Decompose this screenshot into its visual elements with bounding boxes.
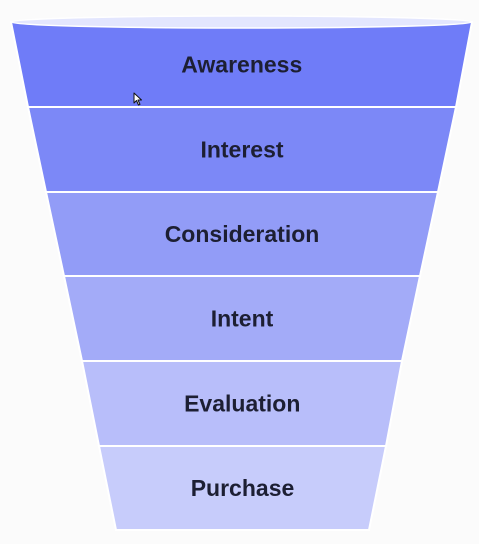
funnel-stage-label: Interest [200, 137, 283, 163]
mouse-cursor-icon [133, 92, 142, 106]
funnel-stage-label: Purchase [191, 475, 295, 501]
funnel-stage-label: Intent [211, 306, 274, 332]
funnel-stage-label: Awareness [181, 52, 302, 78]
funnel-stages: AwarenessInterestConsiderationIntentEval… [9, 15, 474, 531]
funnel-stage-label: Evaluation [184, 391, 300, 417]
funnel-stage-purchase [97, 445, 388, 531]
funnel-stage-label: Consideration [165, 221, 320, 247]
funnel-rim [10, 15, 473, 29]
